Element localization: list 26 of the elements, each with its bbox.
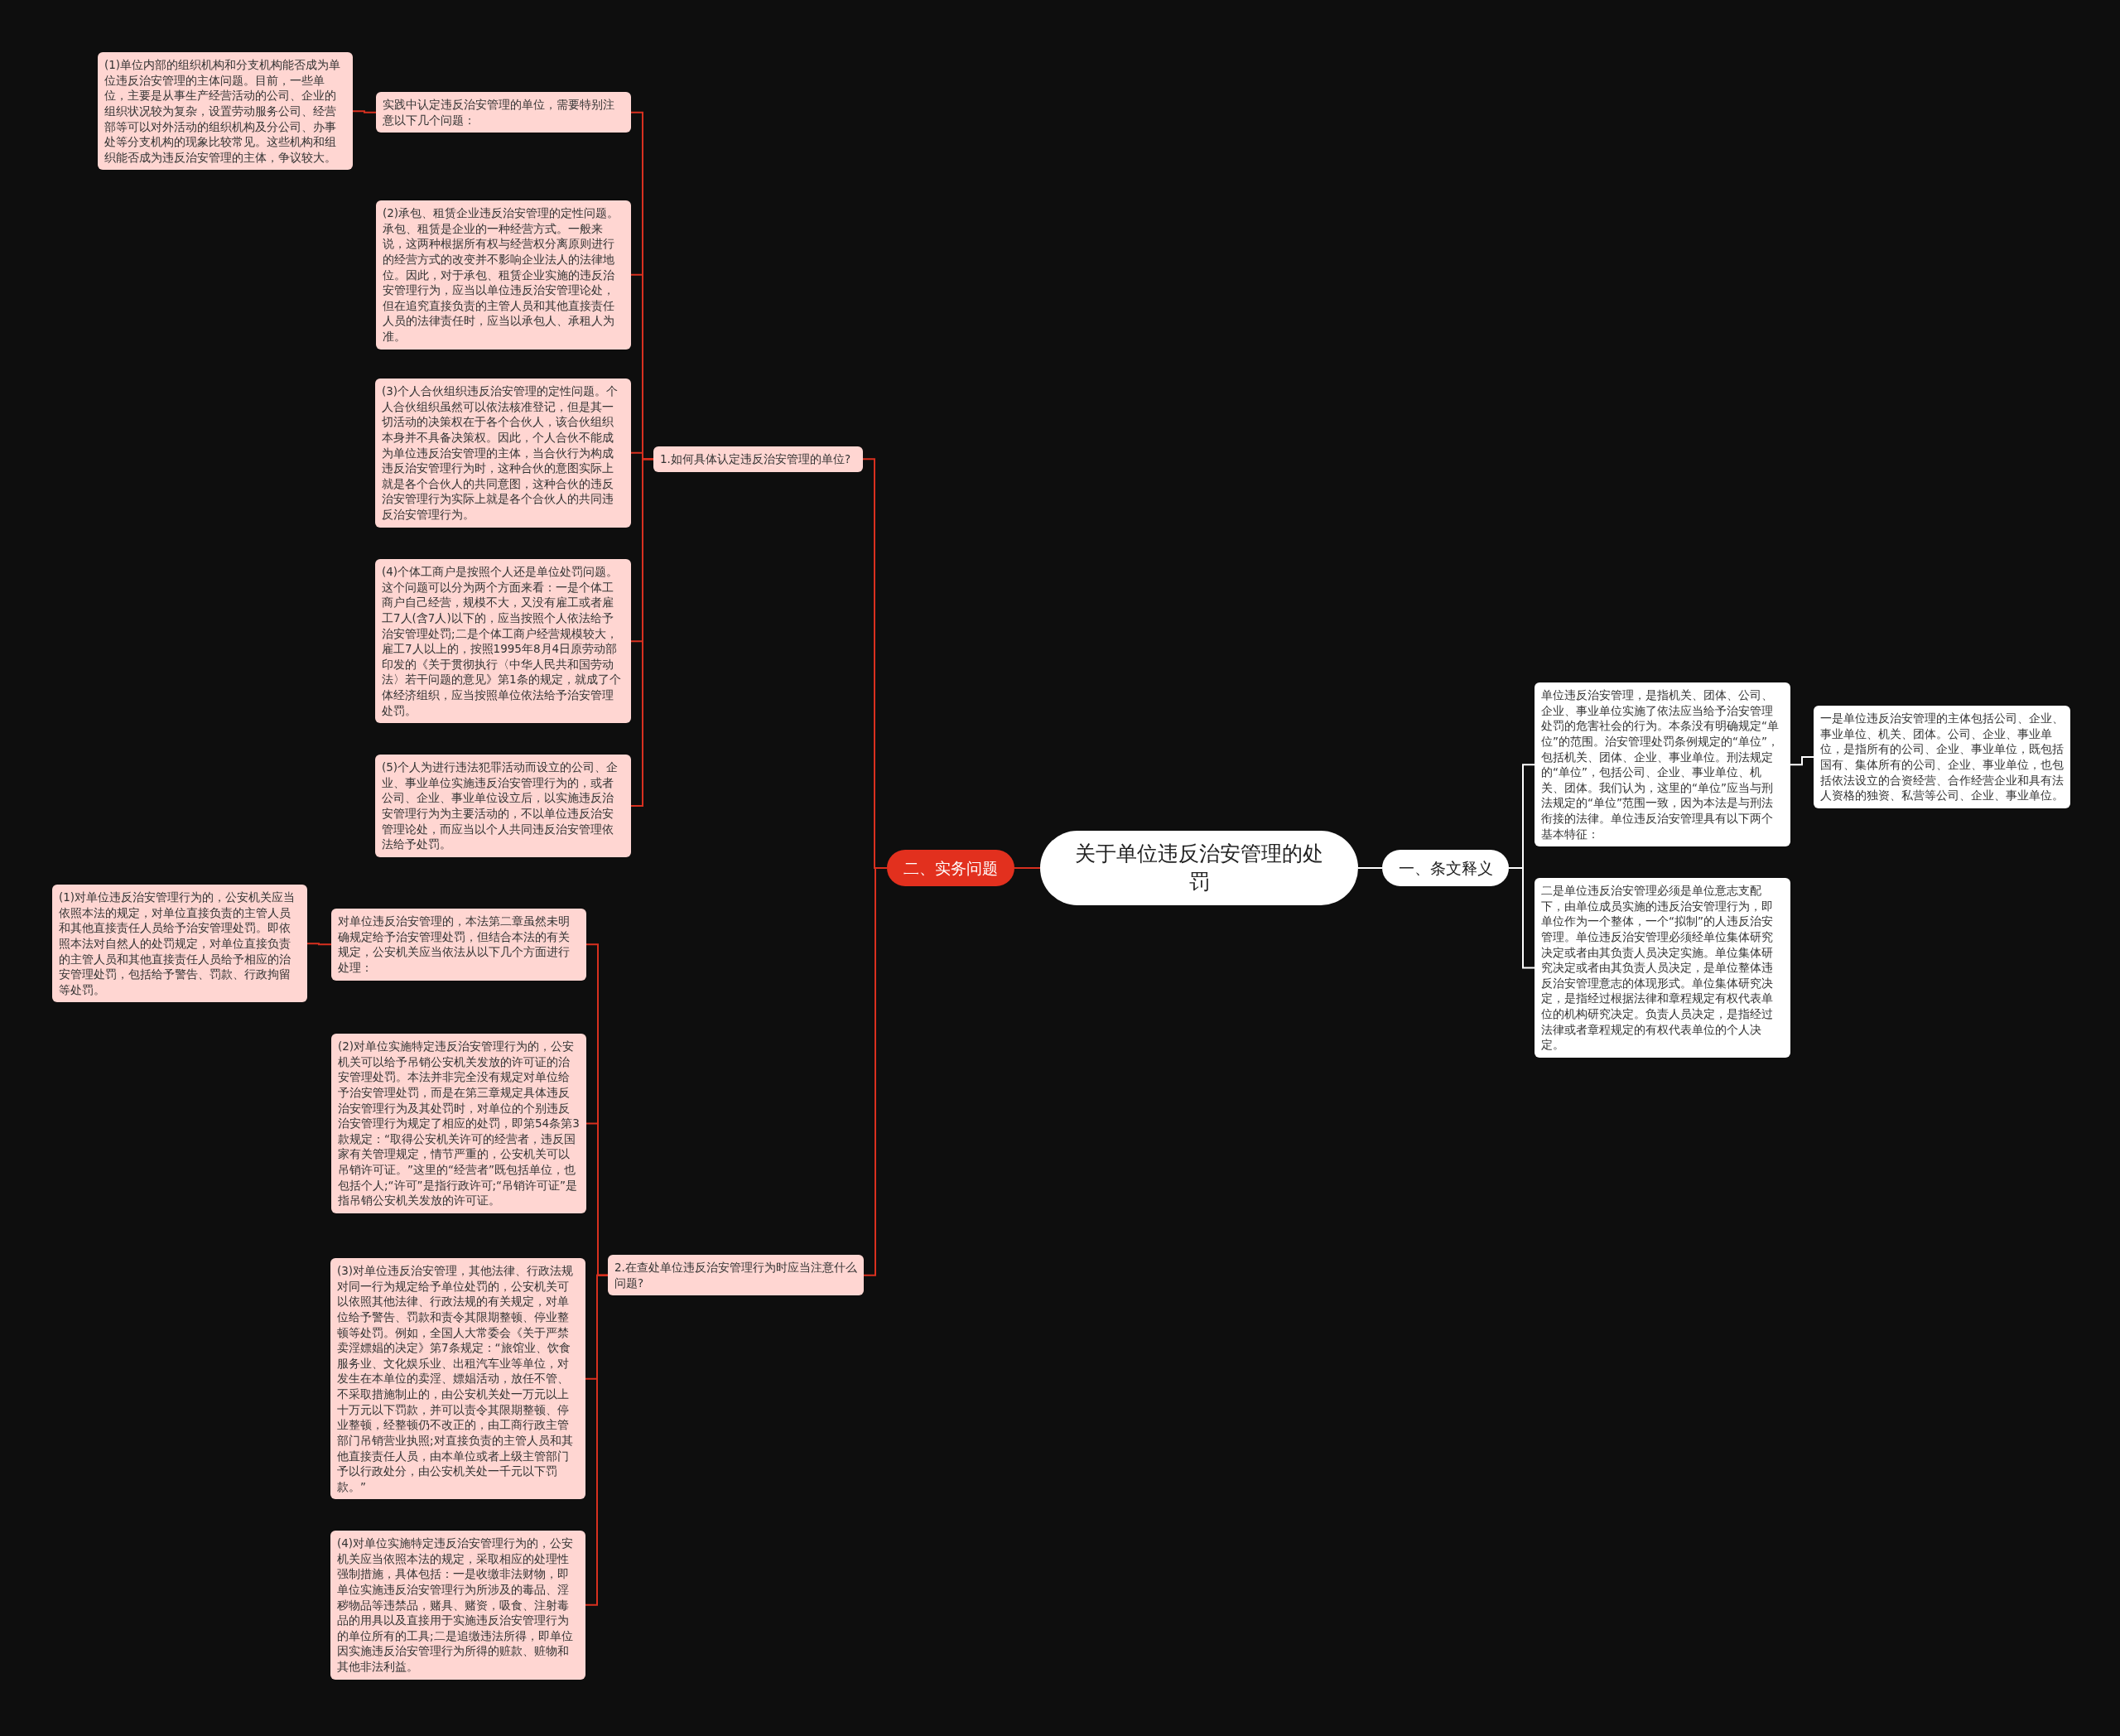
note-card: (4)个体工商户是按照个人还是单位处罚问题。这个问题可以分为两个方面来看：一是个体工商户自己经营，规模不大，又没有雇工或者雇工7人(含7人)以下的，应当按照个人依法给予治安管理处罚;二是个体工商户经营规模较大，雇工7人以上的，按照1995年8月4日原劳动部印发的《关于贯彻执行〈中华人民共和国劳动法〉若干问题的意见》第1条的规定，就成了个体经济组织，应当按照单位依法给予治安管理处罚。 [375, 559, 631, 724]
connector-line [352, 110, 377, 113]
note-card: (2)对单位实施特定违反治安管理行为的，公安机关可以给予吊销公安机关发放的许可证的治安管理处罚。本法并非完全没有规定对单位给予治安管理处罚，而是在第三章规定具体违反治安管理行为及其处罚时，对单位的个别违反治安管理行为规定了相应的处罚，即第54条第3款规定：“取得公安机关许可的经营者，违反国家有关管理规定，情节严重的，公安机关可以吊销许可证。”这里的“经营者”既包括单位，也包括个人;“许可”是指行政许可;“吊销许可证”是指吊销公安机关发放的许可证。 [331, 1034, 586, 1213]
note-card: 实践中认定违反治安管理的单位，需要特别注意以下几个问题： [376, 92, 631, 133]
note-card: 2.在查处单位违反治安管理行为时应当注意什么问题? [608, 1255, 864, 1296]
note-card: (3)个人合伙组织违反治安管理的定性问题。个人合伙组织虽然可以依法核准登记，但是其一切活动的决策权在于各个合伙人，该合伙组织本身并不具备决策权。因此，个人合伙不能成为单位违反治安管理的主体，当合伙行为构成违反治安管理行为时，这种合伙的意图实际上就是各个合伙人的共同意图，这种合伙的违反治安管理行为实际上就是各个合伙人的共同违反治安管理行为。 [375, 379, 631, 528]
note-card: (5)个人为进行违法犯罪活动而设立的公司、企业、事业单位实施违反治安管理行为的，或者公司、企业、事业单位设立后，以实施违反治安管理行为为主要活动的，不以单位违反治安管理论处，而应当以个人共同违反治安管理依法给予处罚。 [375, 755, 631, 857]
connector-line [306, 943, 332, 946]
note-card: 对单位违反治安管理的，本法第二章虽然未明确规定给予治安管理处罚，但结合本法的有关规定，公安机关应当依法从以下几个方面进行处理： [331, 909, 586, 981]
branch-topic: 一、条文释义 [1382, 850, 1509, 886]
connector-line [1790, 755, 1814, 766]
note-card: 单位违反治安管理，是指机关、团体、公司、企业、事业单位实施了依法应当给予治安管理处罚的危害社会的行为。本条没有明确规定“单位”的范围。治安管理处罚条例规定的“单位”，包括机关、团体、企业、事业单位。刑法规定的“单位”，包括公司、企业、事业单位、机关、团体。我们认为，这里的“单位”应当与刑法规定的“单位”范围一致，因为本法是与刑法衔接的法律。单位违反治安管理具有以下两个基本特征： [1535, 682, 1790, 847]
note-card: (1)对单位违反治安管理行为的，公安机关应当依照本法的规定，对单位直接负责的主管人员和其他直接责任人员给予治安管理处罚。即依照本法对自然人的处罚规定，对单位直接负责的主管人员和其他直接责任人员给予相应的治安管理处罚，包括给予警告、罚款、行政拘留等处罚。 [52, 885, 307, 1003]
connector-line [630, 458, 654, 807]
note-card: 一是单位违反治安管理的主体包括公司、企业、事业单位、机关、团体。公司、企业、事业单位，是指所有的公司、企业、事业单位，既包括国有、集体所有的公司、企业、事业单位，也包括依法设立的合资经营、合作经营企业和具有法人资格的独资、私营等公司、企业、事业单位。 [1814, 706, 2070, 808]
note-card: 1.如何具体认定违反治安管理的单位? [653, 446, 863, 472]
connector-line [1014, 867, 1041, 869]
note-card: (2)承包、租赁企业违反治安管理的定性问题。承包、租赁是企业的一种经营方式。一般来说，这两种根据所有权与经营权分离原则进行的经营方式的改变并不影响企业法人的法律地位。因此，对于承包、租赁企业实施的违反治安管理行为，应当以单位违反治安管理论处，但在追究直接负责的主管人员和其他直接责任人员的法律责任时，应当以承包人、承租人为准。 [376, 200, 631, 350]
central-topic: 关于单位违反治安管理的处罚 [1040, 831, 1358, 905]
connector-line [585, 1274, 609, 1606]
note-card: (4)对单位实施特定违反治安管理行为的，公安机关应当依照本法的规定，采取相应的处理性强制措施，具体包括：一是收缴非法财物，即单位实施违反治安管理行为所涉及的毒品、淫秽物品等违禁品，赌具、赌资，吸食、注射毒品的用具以及直接用于实施违反治安管理行为的单位所有的工具;二是追缴违法所得，即单位因实施违反治安管理行为所得的赃款、赃物和其他非法利益。 [330, 1531, 585, 1680]
note-card: 二是单位违反治安管理必须是单位意志支配下，由单位成员实施的违反治安管理行为，即单位作为一个整体，一个“拟制”的人违反治安管理。单位违反治安管理必须经单位集体研究决定或者由其负责人员决定实施。单位集体研究决定或者由其负责人员决定，是单位整体违反治安管理意志的体现形式。单位集体研究决定，是指经过根据法律和章程规定有权代表单位的机构研究决定。负责人员决定，是指经过法律或者章程规定的有权代表单位的个人决定。 [1535, 878, 1790, 1058]
note-card: (3)对单位违反治安管理，其他法律、行政法规对同一行为规定给予单位处罚的，公安机关可以依照其他法律、行政法规的有关规定，对单位给予警告、罚款和责令其限期整顿、停业整顿等处罚。例如，全国人大常委会《关于严禁卖淫嫖娼的决定》第7条规定：“旅馆业、饮食服务业、文化娱乐业、出租汽车业等单位，对发生在本单位的卖淫、嫖娼活动，放任不管、不采取措施制止的，由公安机关处一万元以上十万元以下罚款，并可以责令其限期整顿、停业整顿，经整顿仍不改正的，由工商行政主管部门吊销营业执照;对直接负责的主管人员和其他直接责任人员，由本单位或者上级主管部门予以行政处分，由公安机关处一千元以下罚款。” [330, 1258, 585, 1500]
note-card: (1)单位内部的组织机构和分支机构能否成为单位违反治安管理的主体问题。目前，一些单位，主要是从事生产经营活动的公司、企业的组织状况较为复杂，设置劳动服务公司、经营部等可以对外活动的组织机构及分公司、办事处等分支机构的现象比较常见。这些机构和组织能否成为违反治安管理的主体，争议较大。 [98, 52, 353, 171]
branch-topic: 二、实务问题 [887, 850, 1014, 886]
connector-line [1357, 867, 1383, 869]
